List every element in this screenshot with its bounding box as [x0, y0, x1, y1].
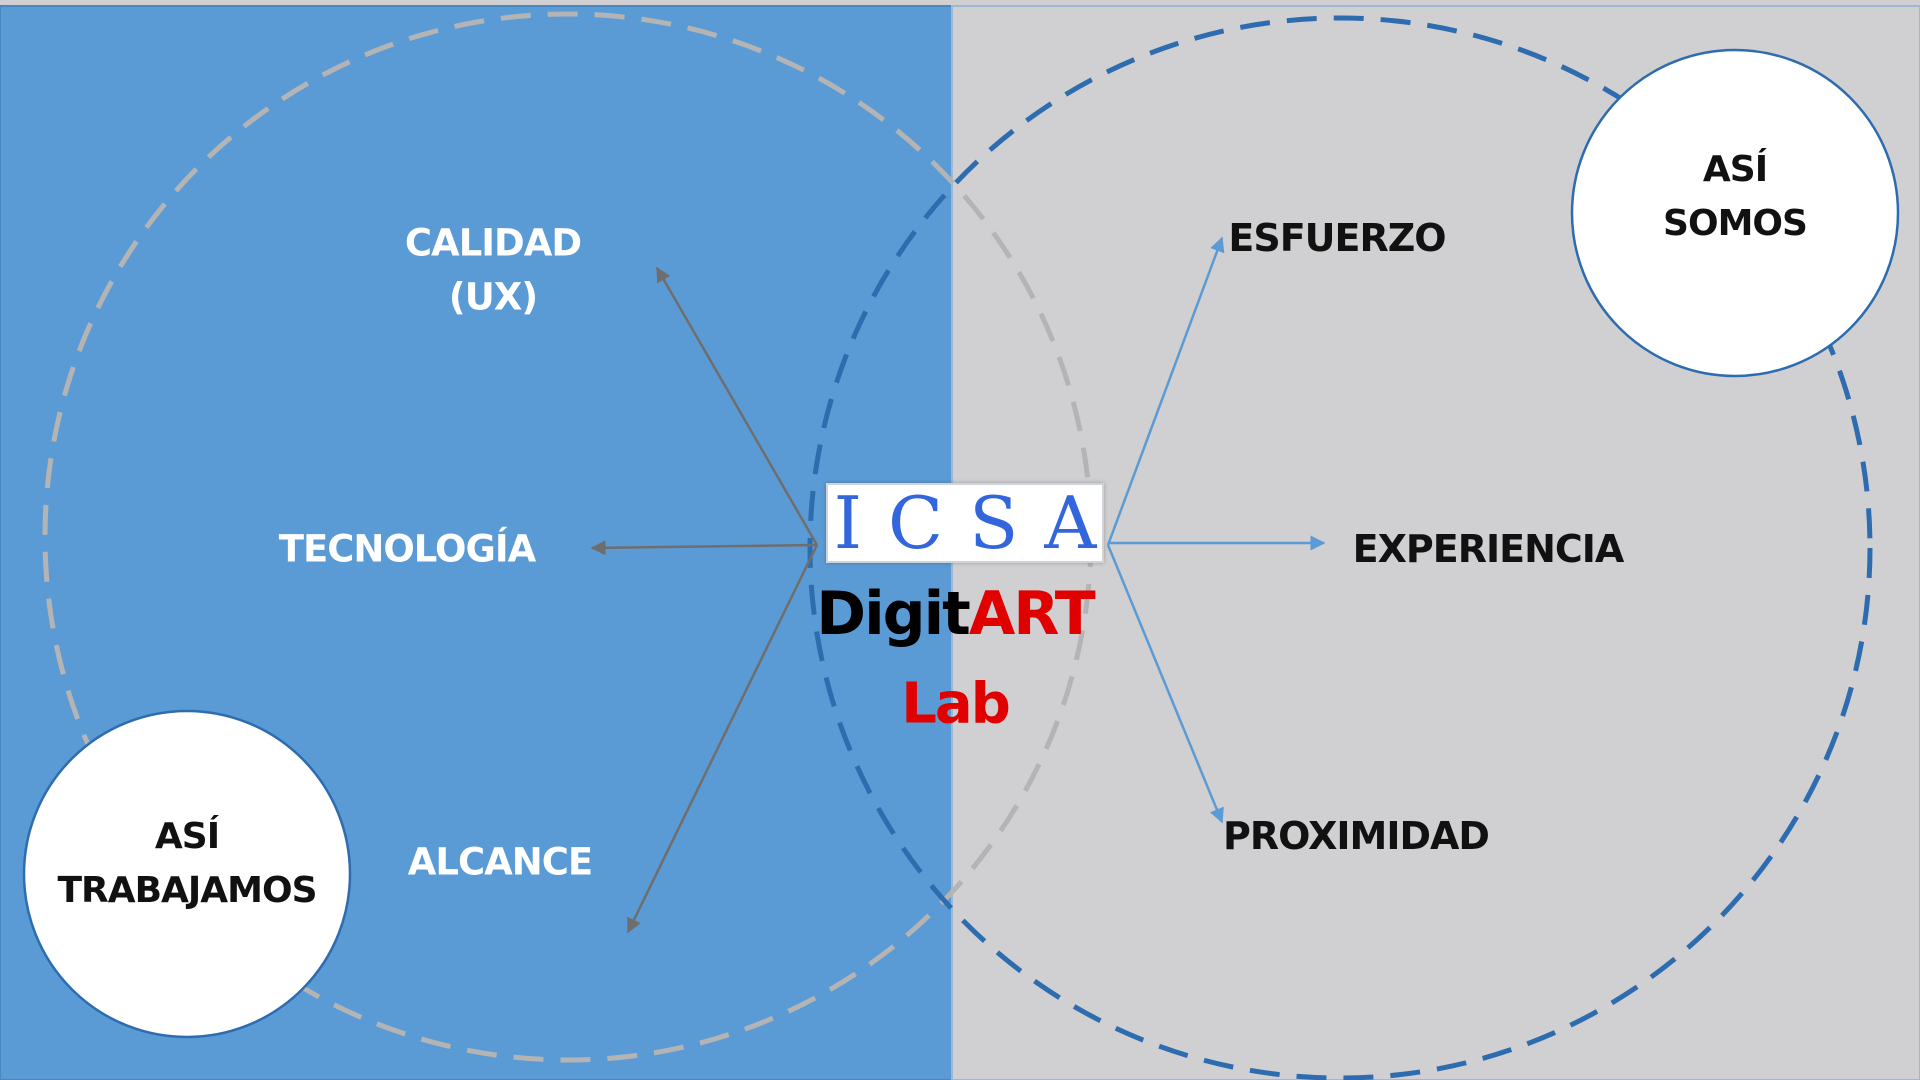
icsa-logo-text: ICSA	[833, 481, 1123, 565]
arrow-to-proximidad	[1106, 544, 1224, 824]
badge-trabajamos: ASÍ TRABAJAMOS	[57, 810, 317, 918]
digitart-part1: Digit	[816, 579, 971, 649]
digitart-logo-text: DigitART	[816, 579, 1096, 649]
label-proximidad: PROXIMIDAD	[1223, 814, 1490, 858]
label-calidad-line2: (UX)	[448, 275, 538, 318]
lab-logo-text: Lab	[901, 671, 1011, 737]
arrow-to-tecnologia	[590, 540, 818, 556]
badge-somos-circle	[1570, 48, 1900, 378]
arrow-to-esfuerzo	[1106, 236, 1225, 546]
arrow-to-calidad	[655, 266, 819, 546]
badge-trabajamos-line2: TRABAJAMOS	[57, 870, 317, 911]
badge-trabajamos-line1: ASÍ	[154, 816, 220, 857]
label-esfuerzo: ESFUERZO	[1228, 216, 1446, 260]
badge-somos-line1: ASÍ	[1702, 149, 1768, 190]
digitart-part2: ART	[968, 579, 1096, 649]
label-calidad-line1: CALIDAD	[404, 221, 582, 265]
badge-somos: ASÍ SOMOS	[1663, 143, 1808, 251]
label-tecnologia: TECNOLOGÍA	[278, 527, 537, 571]
label-alcance: ALCANCE	[407, 840, 593, 884]
label-experiencia: EXPERIENCIA	[1352, 527, 1625, 571]
label-calidad: CALIDAD (UX)	[404, 216, 582, 323]
arrow-to-alcance	[626, 544, 819, 934]
badge-somos-line2: SOMOS	[1663, 203, 1808, 244]
right-dashed-circle	[807, 15, 1873, 1080]
icsa-logo-box: ICSA	[826, 483, 1104, 563]
badge-trabajamos-circle	[22, 709, 352, 1039]
